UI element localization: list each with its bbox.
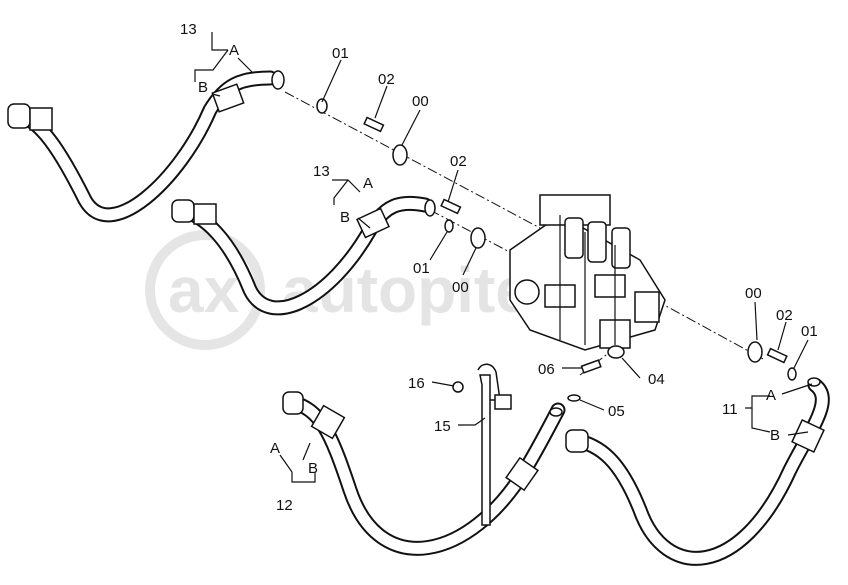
label-12-b: B: [308, 460, 318, 477]
label-01-upper: 01: [332, 45, 349, 62]
label-11: 11: [722, 401, 738, 418]
o-ring-05: [567, 394, 581, 402]
flange-00-middle: [470, 227, 486, 249]
bolt-02-right: [766, 347, 788, 364]
center-line-right: [654, 299, 766, 361]
label-13-middle-b: B: [340, 209, 350, 226]
o-ring-01-upper: [316, 98, 328, 114]
center-line-upper: [284, 91, 541, 229]
center-lines: [284, 91, 766, 376]
label-00-middle: 00: [452, 279, 469, 296]
small-parts: [316, 98, 797, 402]
hose-12: [282, 391, 566, 556]
label-13-upper-a: A: [229, 42, 239, 59]
bolt-06: [580, 359, 602, 374]
label-01-right: 01: [801, 323, 818, 340]
label-13-middle: 13: [313, 163, 330, 180]
watermark-logo: ax: [168, 254, 240, 326]
part-labels: 13 A B 01 02 00 13 A B 02 01 00 00 02 01…: [180, 21, 818, 514]
leader-lines: [194, 32, 813, 483]
label-01-middle: 01: [413, 260, 430, 277]
bolt-02-upper: [363, 116, 385, 133]
control-valve: [509, 194, 666, 351]
bolt-16: [452, 381, 464, 393]
hose-13-upper: [7, 70, 285, 223]
hose-13-middle: [171, 195, 436, 316]
bolt-02-middle: [440, 198, 462, 215]
pipe-15: [477, 363, 512, 526]
label-00-upper: 00: [412, 93, 429, 110]
label-12: 12: [276, 497, 293, 514]
label-02-right: 02: [776, 307, 793, 324]
label-16: 16: [408, 375, 425, 392]
label-02-upper: 02: [378, 71, 395, 88]
label-05: 05: [608, 403, 625, 420]
label-13-upper-b: B: [198, 79, 208, 96]
label-11-b: B: [770, 427, 780, 444]
label-06: 06: [538, 361, 555, 378]
label-00-right: 00: [745, 285, 762, 302]
flange-00-upper: [392, 144, 408, 166]
label-15: 15: [434, 418, 451, 435]
flange-04: [607, 345, 625, 359]
label-13-upper: 13: [180, 21, 197, 38]
o-ring-01-middle: [444, 219, 454, 233]
label-04: 04: [648, 371, 665, 388]
label-02-middle: 02: [450, 153, 467, 170]
watermark-logo-ring: [145, 230, 265, 350]
o-ring-01-right: [787, 367, 797, 381]
label-13-middle-a: A: [363, 175, 373, 192]
label-11-a: A: [766, 387, 776, 404]
flange-00-right: [747, 341, 763, 363]
label-12-a: A: [270, 440, 280, 457]
hose-11: [565, 377, 830, 566]
